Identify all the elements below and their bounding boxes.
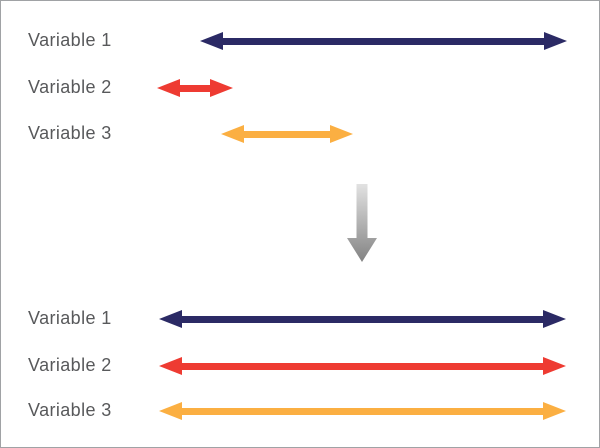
variable-2-range-arrow xyxy=(157,78,233,98)
variable-3-range-arrow xyxy=(221,124,353,144)
arrowhead-right-icon xyxy=(210,78,233,97)
variable-3-label: Variable 3 xyxy=(28,400,112,421)
arrowhead-left-icon xyxy=(157,78,180,97)
arrow-shaft xyxy=(178,315,547,323)
variable-1-range-arrow xyxy=(200,31,567,51)
arrow-shaft xyxy=(176,84,214,92)
arrow-shaft xyxy=(219,37,548,45)
arrow-shaft xyxy=(178,362,547,370)
variable-1-label: Variable 1 xyxy=(28,308,112,329)
arrow-shaft xyxy=(240,130,334,138)
arrowhead-left-icon xyxy=(159,401,182,420)
variable-2-range-arrow xyxy=(159,356,566,376)
variable-3-label: Variable 3 xyxy=(28,123,112,144)
arrowhead-right-icon xyxy=(544,31,567,50)
variable-1-label: Variable 1 xyxy=(28,30,112,51)
variable-3-range-arrow xyxy=(159,401,566,421)
arrow-shaft xyxy=(178,407,547,415)
arrowhead-left-icon xyxy=(159,356,182,375)
variable-1-range-arrow xyxy=(159,309,566,329)
arrowhead-left-icon xyxy=(159,309,182,328)
arrowhead-right-icon xyxy=(543,356,566,375)
arrowhead-right-icon xyxy=(330,124,353,143)
variable-2-label: Variable 2 xyxy=(28,77,112,98)
arrowhead-left-icon xyxy=(200,31,223,50)
arrowhead-right-icon xyxy=(543,401,566,420)
transform-down-arrow xyxy=(347,184,377,262)
variable-2-label: Variable 2 xyxy=(28,355,112,376)
arrowhead-right-icon xyxy=(543,309,566,328)
arrowhead-left-icon xyxy=(221,124,244,143)
